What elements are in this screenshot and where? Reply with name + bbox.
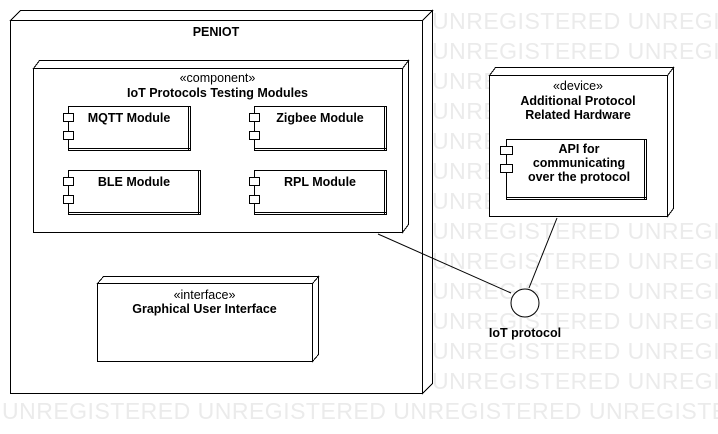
module-ble [63, 170, 201, 215]
module-zigbee [249, 106, 387, 151]
module-rpl [249, 170, 387, 215]
connector-modules-to-iot [377, 233, 512, 294]
component-stereotype: «component» [179, 71, 256, 85]
module-label-zigbee: Zigbee Module [276, 111, 364, 125]
module-label-mqtt: MQTT Module [87, 111, 171, 125]
device-stereotype: «device» [552, 79, 604, 93]
module-label-ble: BLE Module [97, 175, 171, 189]
node-peniot-title: PENIOT [192, 25, 240, 39]
device-title-line2: Related Hardware [525, 108, 631, 122]
interface-title: Graphical User Interface [132, 302, 277, 316]
interface-stereotype: «interface» [173, 288, 236, 302]
interface-gui-box [96, 275, 320, 363]
module-label-rpl: RPL Module [284, 175, 356, 189]
device-title-line1: Additional Protocol [520, 94, 636, 108]
component-title: IoT Protocols Testing Modules [126, 86, 309, 100]
api-label-line1: API for [558, 142, 600, 156]
api-label-line2: communicating [532, 156, 626, 170]
api-label-line3: over the protocol [527, 170, 631, 184]
iot-protocol-interface-icon [510, 288, 540, 318]
iot-protocol-label: IoT protocol [488, 326, 562, 340]
connector-api-to-iot [528, 217, 558, 289]
api-component [500, 139, 647, 200]
module-mqtt [63, 106, 191, 151]
